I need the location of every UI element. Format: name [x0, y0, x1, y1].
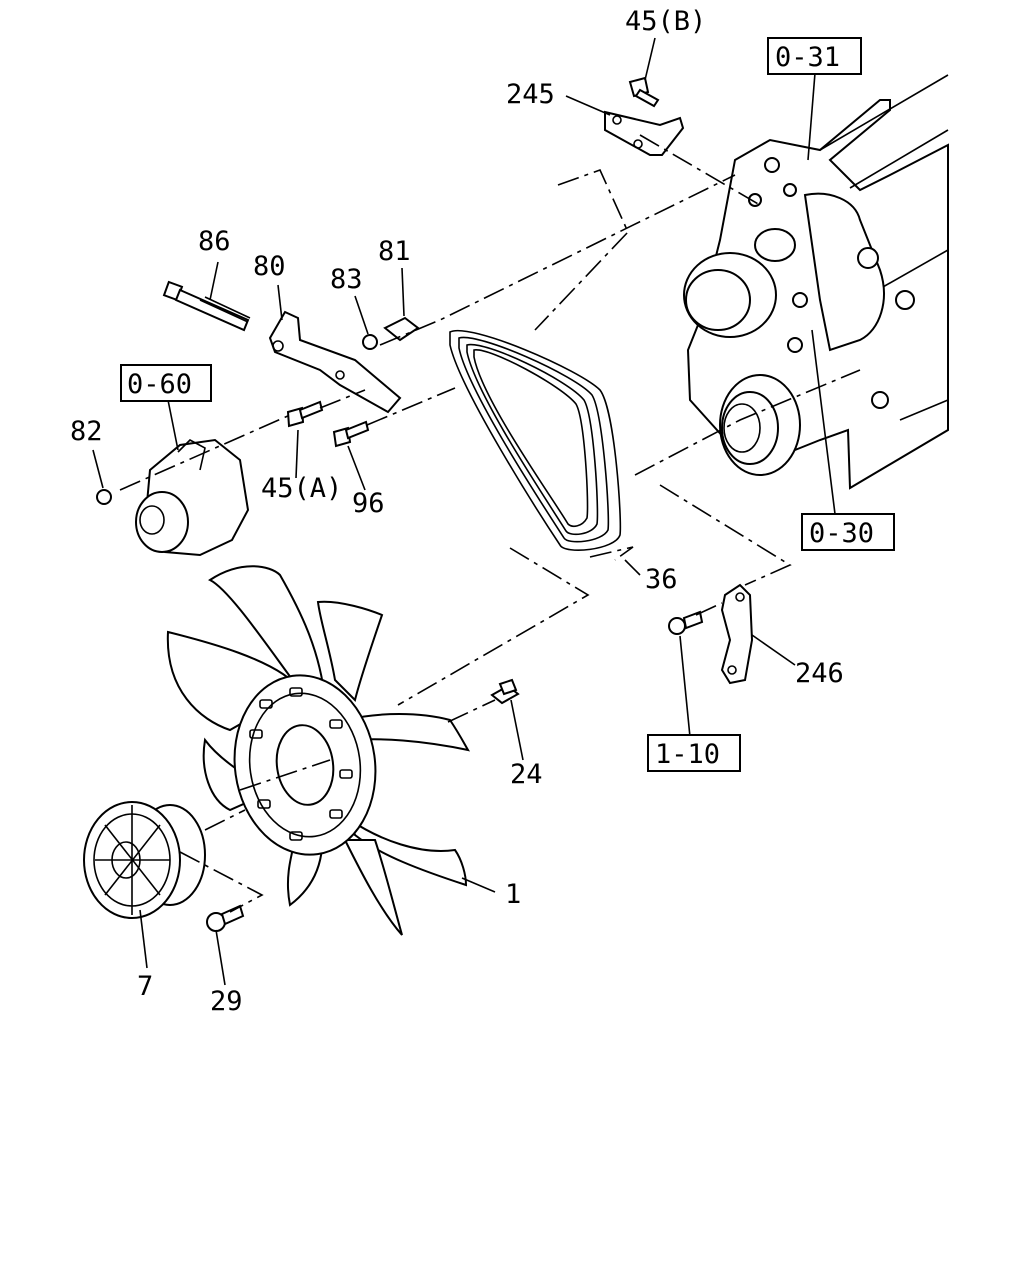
callout-29: 29 — [210, 986, 243, 1017]
callout-81: 81 — [378, 236, 411, 267]
bolt-81 — [383, 316, 420, 342]
bolt-45a — [286, 400, 324, 428]
bolt-96 — [332, 420, 370, 448]
fan-clutch-7 — [83, 801, 206, 919]
callout-1: 1 — [505, 879, 521, 910]
callout-36: 36 — [645, 564, 678, 595]
bolt-29 — [206, 904, 245, 932]
ref-label-0-31: 0-31 — [775, 42, 840, 73]
assembly-lines — [119, 134, 861, 913]
engine-block — [683, 74, 949, 490]
callout-7: 7 — [137, 971, 153, 1002]
callout-45b: 45(B) — [625, 6, 706, 37]
bracket-245 — [604, 110, 685, 156]
alternator — [135, 438, 250, 557]
adjusting-bracket-80 — [268, 310, 402, 414]
callout-96: 96 — [352, 488, 385, 519]
ref-label-1-10: 1-10 — [655, 739, 720, 770]
callout-86: 86 — [198, 226, 231, 257]
bracket-246 — [720, 583, 754, 685]
ref-box-0-60[interactable]: 0-60 — [120, 364, 212, 402]
leader-lines — [92, 37, 836, 986]
ref-box-1-10[interactable]: 1-10 — [647, 734, 741, 772]
bolt-45b — [628, 76, 660, 108]
callout-83: 83 — [330, 264, 363, 295]
ref-box-0-31[interactable]: 0-31 — [767, 37, 862, 75]
ref-label-0-60: 0-60 — [127, 369, 192, 400]
callout-45a: 45(A) — [261, 473, 342, 504]
callout-245: 245 — [506, 79, 555, 110]
bolt-246-mount — [668, 610, 704, 635]
ref-box-0-30[interactable]: 0-30 — [801, 513, 895, 551]
bolt-86 — [162, 280, 251, 332]
ref-label-0-30: 0-30 — [809, 518, 874, 549]
v-belt-36 — [449, 329, 622, 551]
callout-80: 80 — [253, 251, 286, 282]
callout-24: 24 — [510, 759, 543, 790]
reference-boxes: 0-31 0-60 0-30 1-10 — [120, 37, 895, 772]
nut-82 — [96, 489, 112, 505]
bolt-24 — [490, 678, 520, 705]
washer-83 — [362, 334, 378, 350]
callout-246: 246 — [795, 658, 844, 689]
callout-labels: 45(B) 245 86 80 83 81 82 45(A) 96 36 246… — [70, 6, 844, 1017]
cooling-fan-1 — [166, 565, 471, 936]
callout-82: 82 — [70, 416, 103, 447]
